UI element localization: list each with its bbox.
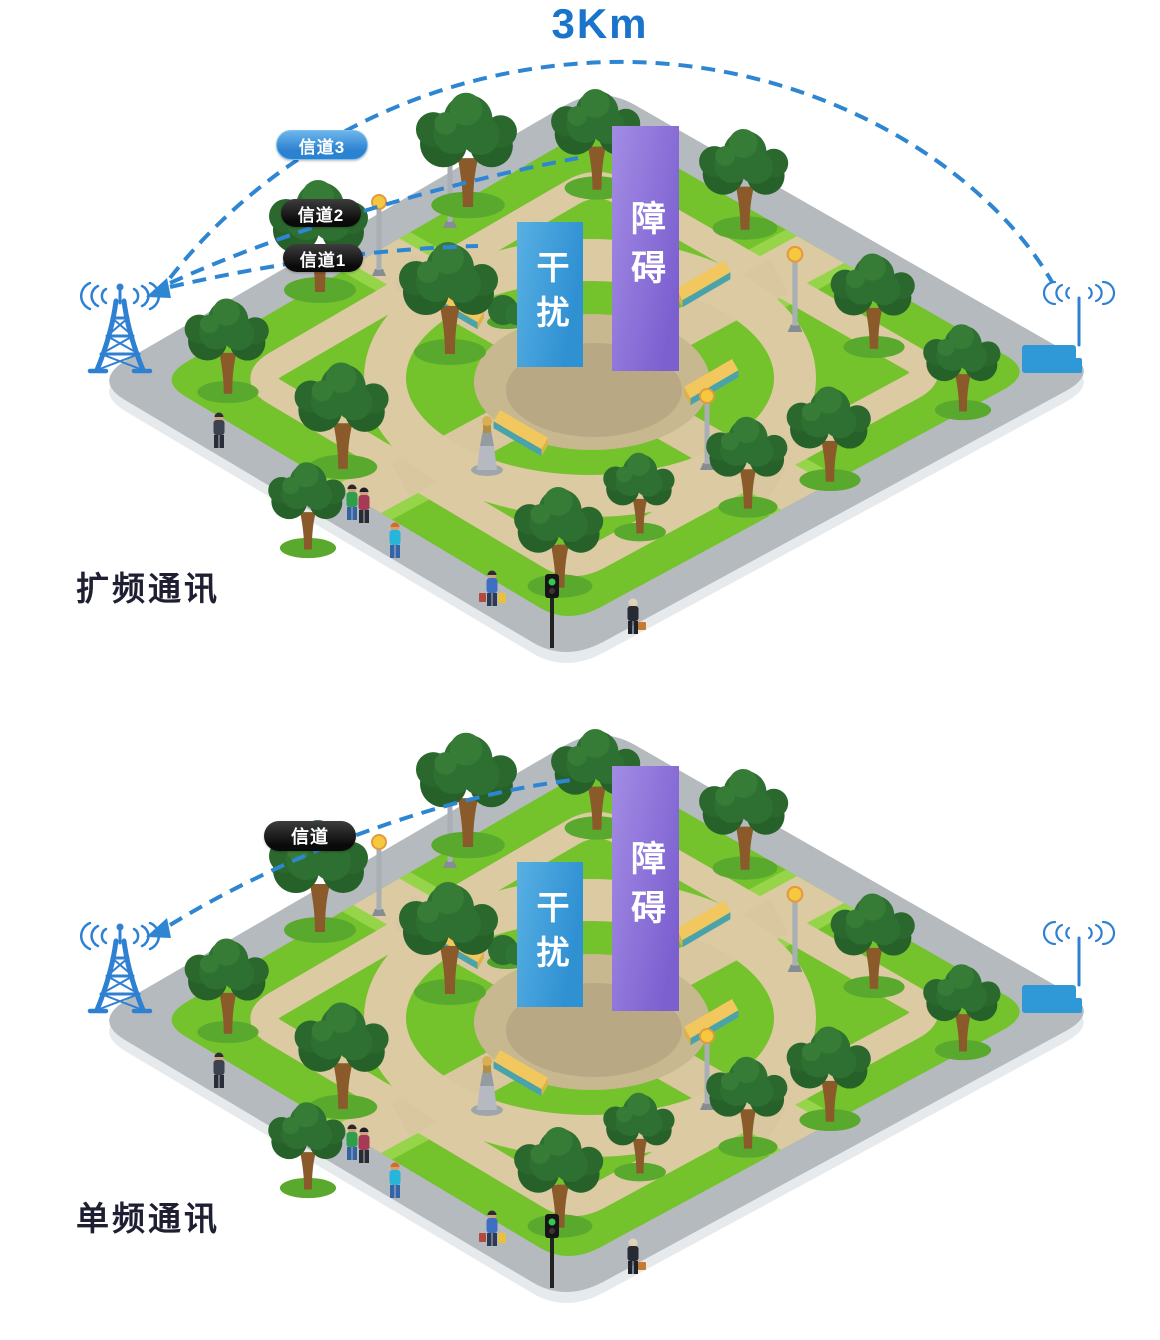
park-bottom	[81, 707, 1114, 1322]
obstacle-box-top: 障碍	[612, 126, 679, 371]
channel-1-pill: 信道1	[283, 244, 363, 272]
channel2-path	[169, 156, 579, 285]
signal-paths-bottom	[168, 778, 573, 927]
signal-arrowhead-icon	[146, 278, 171, 298]
scene-title-single-frequency: 单频通讯	[76, 1200, 220, 1237]
channel-2-pill: 信道2	[281, 199, 361, 227]
signal-arrowhead-icon	[146, 918, 171, 938]
interference-box-bottom: 干扰	[517, 862, 583, 1007]
distance-label: 3Km	[551, 0, 649, 47]
interference-box-top: 干扰	[517, 222, 583, 367]
channel3-path	[168, 59, 1054, 283]
obstacle-box-bottom: 障碍	[612, 766, 679, 1011]
park-top	[81, 67, 1114, 682]
scene-title-spread-spectrum: 扩频通讯	[76, 570, 220, 607]
channel-3-pill: 信道3	[276, 130, 368, 160]
signal-paths-top	[168, 59, 1054, 289]
single-channel-path	[168, 778, 573, 927]
single-channel-pill: 信道	[264, 821, 356, 851]
